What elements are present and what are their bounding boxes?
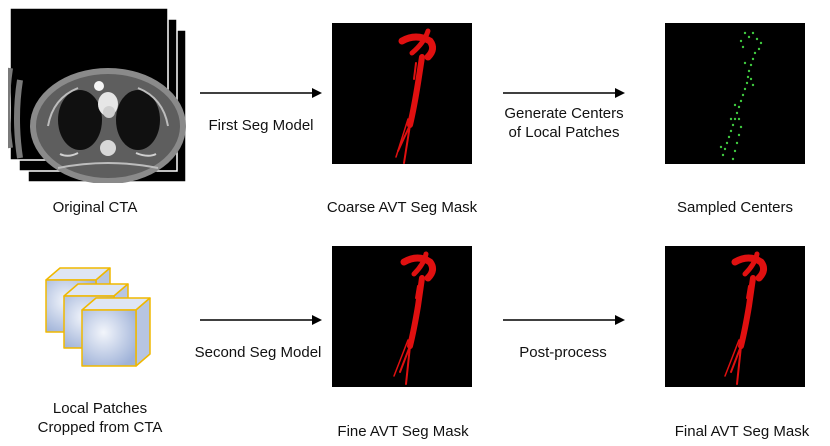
arrow-first-seg-model xyxy=(200,88,322,98)
original-cta-label: Original CTA xyxy=(52,199,138,216)
post-process-label: Post-process xyxy=(519,344,607,361)
final-mask-label: Final AVT Seg Mask xyxy=(674,423,810,440)
local-patches-label-line1: Local Patches xyxy=(52,400,148,417)
arrow-generate-centers xyxy=(503,88,625,98)
coarse-mask-label: Coarse AVT Seg Mask xyxy=(326,199,478,216)
arrow-second-seg-model xyxy=(200,315,322,325)
original-cta-stack xyxy=(8,8,188,183)
generate-centers-label-line2: of Local Patches xyxy=(508,124,620,141)
final-mask-panel xyxy=(665,246,805,387)
local-patches-label-line2: Cropped from CTA xyxy=(37,419,163,436)
second-seg-model-label: Second Seg Model xyxy=(194,344,322,361)
arrow-post-process xyxy=(503,315,625,325)
fine-mask-label: Fine AVT Seg Mask xyxy=(337,423,469,440)
local-patches-cubes xyxy=(38,262,156,372)
fine-mask-panel xyxy=(332,246,472,387)
sampled-centers-panel xyxy=(665,23,805,164)
first-seg-model-label: First Seg Model xyxy=(208,117,314,134)
sampled-centers-label: Sampled Centers xyxy=(677,199,793,216)
generate-centers-label-line1: Generate Centers xyxy=(504,105,624,122)
coarse-mask-panel xyxy=(332,23,472,164)
